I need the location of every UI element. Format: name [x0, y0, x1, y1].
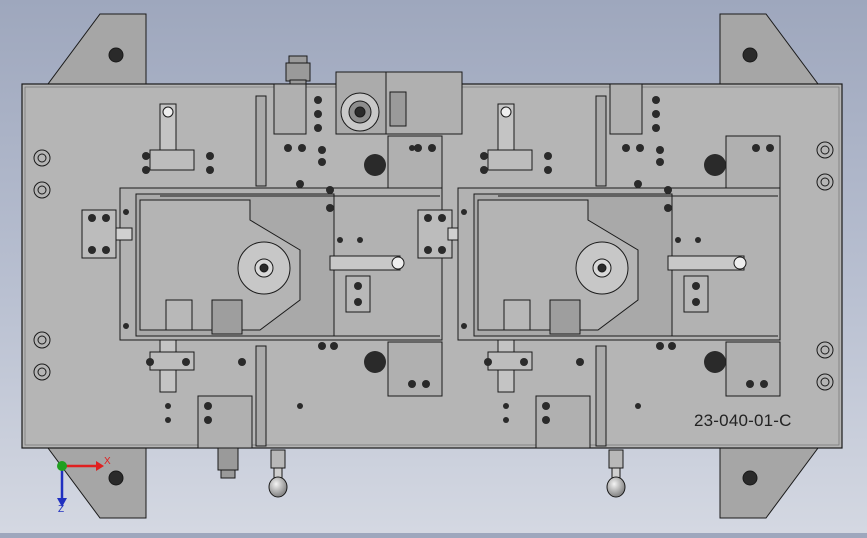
fixture-station-left	[81, 103, 461, 393]
top-center-block	[335, 71, 463, 135]
bracket-bottom-right	[719, 447, 819, 519]
fixture-station-right	[457, 103, 781, 393]
handle-knob-left[interactable]	[268, 449, 288, 498]
vertical-rails	[255, 95, 607, 447]
dark-holes	[364, 154, 726, 373]
bottom-fitting	[217, 447, 239, 479]
bracket-top-left	[47, 13, 147, 85]
bolts-right	[461, 96, 774, 424]
bolts-left	[88, 96, 446, 424]
handle-knob-right[interactable]	[606, 449, 626, 498]
coordinate-triad	[57, 461, 104, 507]
bracket-top-right	[719, 13, 819, 85]
top-fitting	[285, 55, 311, 87]
edge-holes	[33, 141, 834, 391]
triad-x-label: X	[104, 456, 111, 467]
drawing-part-number: 23-040-01-C	[694, 411, 792, 430]
triad-z-label: Z	[58, 504, 65, 515]
